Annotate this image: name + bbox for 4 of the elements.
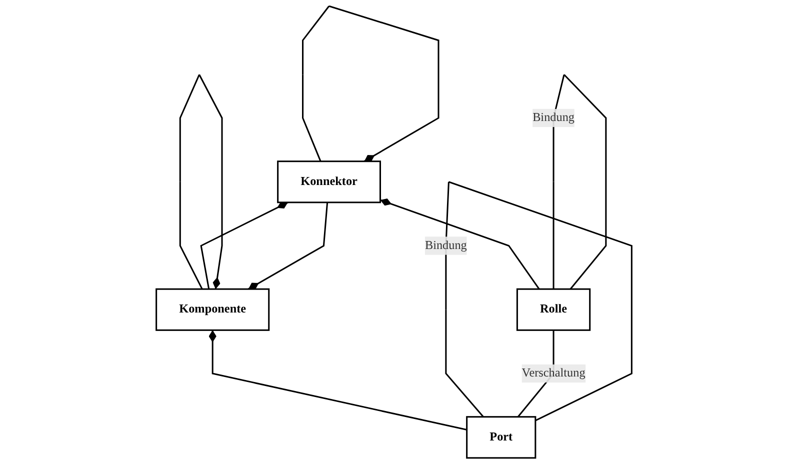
class-box: Port xyxy=(466,416,536,459)
class-box: Rolle xyxy=(516,288,591,331)
class-box: Konnektor xyxy=(277,160,381,204)
class-box: Komponente xyxy=(156,288,270,331)
